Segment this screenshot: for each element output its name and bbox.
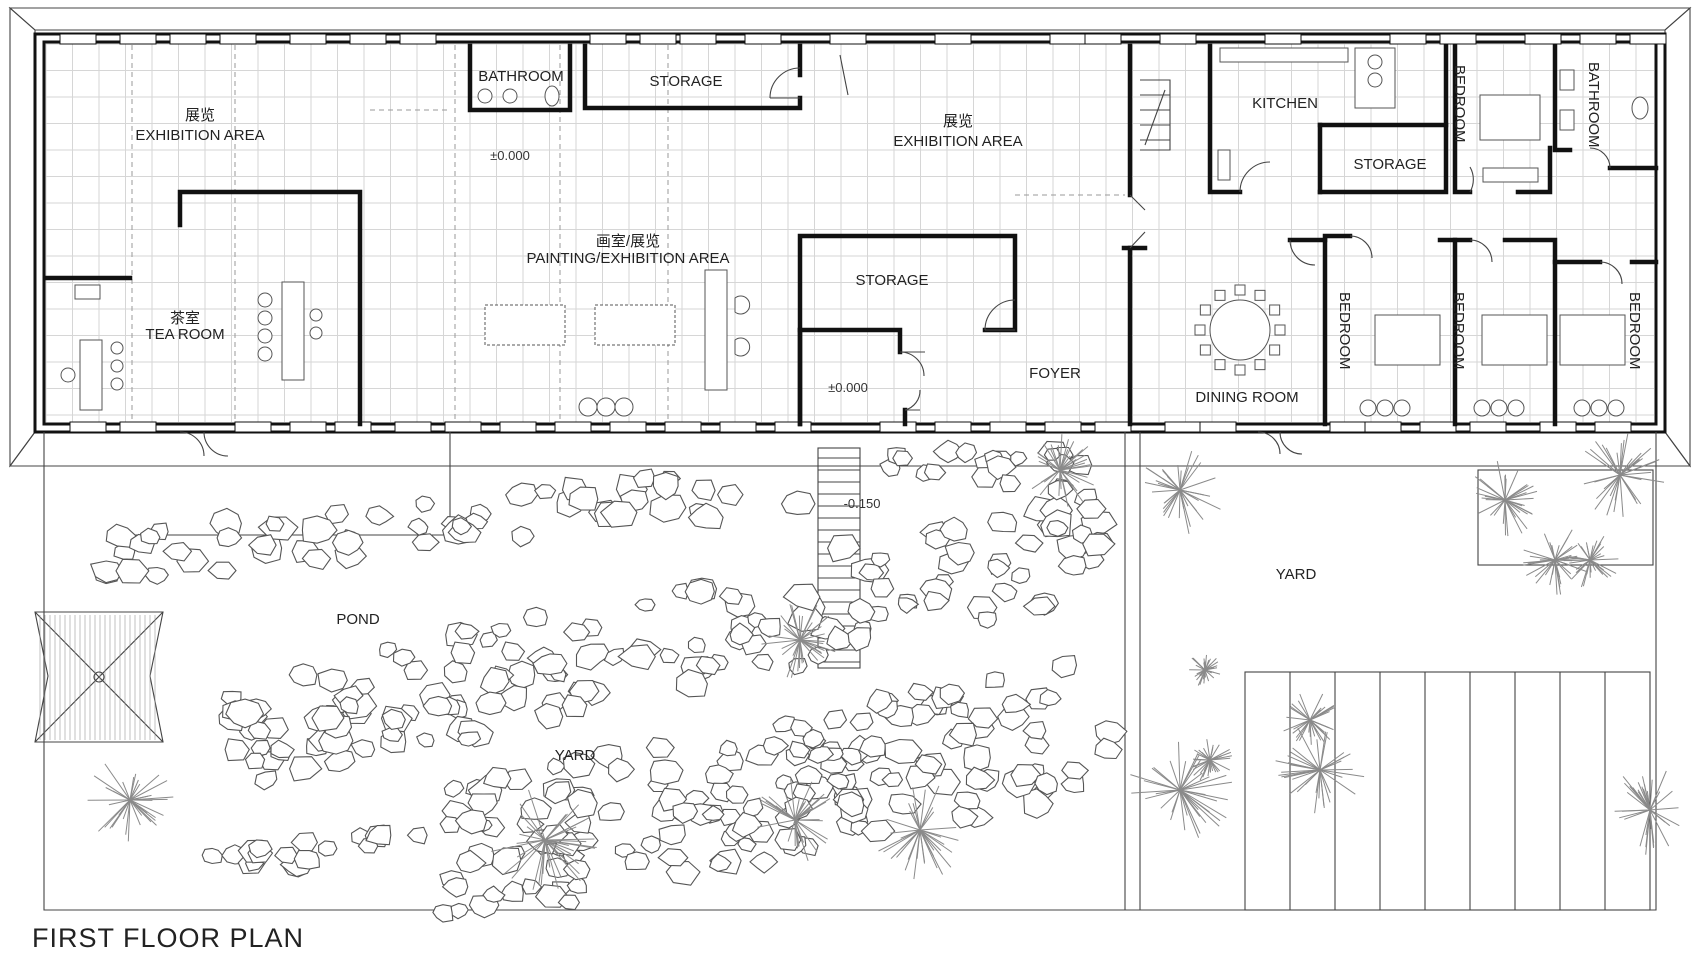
label-storage-kitchen: STORAGE — [1353, 156, 1426, 173]
label-dining: DINING ROOM — [1195, 389, 1298, 406]
label-bedroom-top: BEDROOM — [1451, 65, 1468, 143]
level-main: ±0.000 — [490, 148, 530, 163]
label-painting-cn: 画室/展览 — [596, 233, 660, 250]
label-exhibition-right: EXHIBITION AREA — [893, 133, 1022, 150]
label-exhibition-left-cn: 展览 — [185, 107, 215, 124]
trees — [87, 433, 1680, 890]
level-yard: -0.150 — [844, 496, 881, 511]
label-tea: TEA ROOM — [145, 326, 224, 343]
outdoor-labels: POND YARD YARD — [336, 566, 1316, 764]
label-bedroom-1: BEDROOM — [1336, 292, 1353, 370]
furniture — [60, 47, 1649, 417]
room-labels: 展览 EXHIBITION AREA BATHROOM STORAGE 展览 E… — [135, 62, 1643, 406]
label-bedroom-3: BEDROOM — [1626, 292, 1643, 370]
doors — [179, 54, 1623, 457]
label-yard-left: YARD — [555, 747, 596, 764]
site-boundary — [43, 432, 1657, 911]
label-foyer: FOYER — [1029, 365, 1081, 382]
label-bathroom-right: BATHROOM — [1585, 62, 1602, 148]
label-exhibition-left: EXHIBITION AREA — [135, 127, 264, 144]
stair — [1140, 79, 1171, 151]
label-yard-right: YARD — [1276, 566, 1317, 583]
label-storage-mid: STORAGE — [855, 272, 928, 289]
label-kitchen: KITCHEN — [1252, 95, 1318, 112]
label-bathroom-top: BATHROOM — [478, 68, 564, 85]
outer-walls — [33, 32, 1667, 434]
label-storage-top: STORAGE — [649, 73, 722, 90]
level-entry: ±0.000 — [828, 380, 868, 395]
pavilion — [34, 611, 164, 743]
label-bedroom-2: BEDROOM — [1450, 292, 1467, 370]
label-painting: PAINTING/EXHIBITION AREA — [526, 250, 729, 267]
windows — [59, 33, 1667, 433]
rock-garden — [89, 439, 1128, 923]
label-tea-cn: 茶室 — [170, 310, 200, 327]
label-exhibition-right-cn: 展览 — [943, 113, 973, 130]
level-markers: ±0.000 ±0.000 -0.150 — [490, 148, 880, 511]
label-pond: POND — [336, 611, 380, 628]
drawing-title: FIRST FLOOR PLAN — [32, 923, 304, 953]
